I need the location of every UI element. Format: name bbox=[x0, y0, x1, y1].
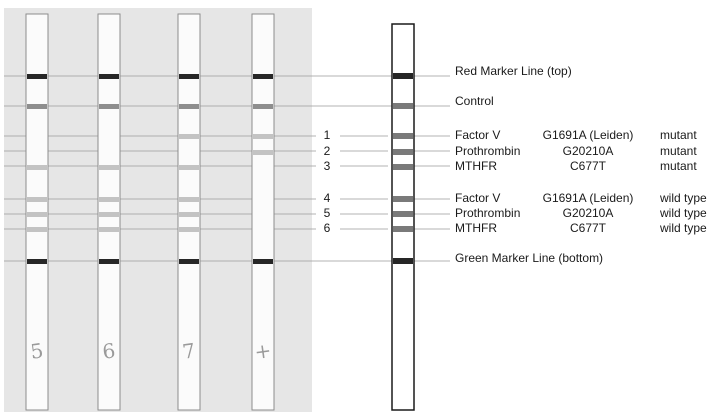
strip-band bbox=[99, 74, 119, 79]
strip-band bbox=[99, 259, 119, 264]
row-type: mutant bbox=[660, 128, 697, 142]
handwritten-mark: + bbox=[253, 338, 273, 364]
strip-body bbox=[251, 13, 275, 411]
strip-band bbox=[27, 197, 47, 202]
strip-band bbox=[253, 134, 273, 139]
strip-band bbox=[27, 212, 47, 217]
reference-band bbox=[393, 258, 413, 264]
reference-band bbox=[393, 133, 413, 139]
row-mutation: G1691A (Leiden) bbox=[542, 128, 634, 142]
strip-band bbox=[179, 165, 199, 170]
test-strip: 5 bbox=[25, 13, 49, 411]
row-gene: Prothrombin bbox=[455, 206, 521, 220]
strip-band bbox=[179, 104, 199, 109]
reference-strip bbox=[391, 23, 415, 411]
strip-band bbox=[179, 259, 199, 264]
red-marker-label: Red Marker Line (top) bbox=[455, 64, 572, 78]
test-strip: 6 bbox=[97, 13, 121, 411]
strip-band bbox=[99, 212, 119, 217]
test-strip: + bbox=[251, 13, 275, 411]
row-mutation: G1691A (Leiden) bbox=[542, 191, 634, 205]
row-type: wild type bbox=[660, 221, 707, 235]
strip-band bbox=[179, 134, 199, 139]
reference-band bbox=[393, 149, 413, 155]
row-mutation: C677T bbox=[569, 221, 607, 235]
strip-band bbox=[179, 74, 199, 79]
reference-band bbox=[393, 103, 413, 109]
row-mutation: G20210A bbox=[562, 144, 614, 158]
row-gene: MTHFR bbox=[455, 159, 497, 173]
row-type: wild type bbox=[660, 206, 707, 220]
reference-band bbox=[393, 196, 413, 202]
reference-band bbox=[393, 226, 413, 232]
row-gene: MTHFR bbox=[455, 221, 497, 235]
row-number: 1 bbox=[323, 128, 331, 142]
strip-band bbox=[99, 227, 119, 232]
handwritten-mark: 5 bbox=[29, 338, 45, 364]
row-number: 2 bbox=[323, 144, 331, 158]
row-number: 4 bbox=[323, 191, 331, 205]
handwritten-mark: 6 bbox=[101, 338, 117, 364]
reference-band bbox=[393, 164, 413, 170]
strip-band bbox=[27, 227, 47, 232]
strip-band bbox=[99, 165, 119, 170]
strip-band bbox=[99, 197, 119, 202]
row-type: mutant bbox=[660, 159, 697, 173]
row-number: 3 bbox=[323, 159, 331, 173]
strip-band bbox=[253, 74, 273, 79]
test-strip: 7 bbox=[177, 13, 201, 411]
row-number: 5 bbox=[323, 206, 331, 220]
strip-band bbox=[27, 165, 47, 170]
row-gene: Factor V bbox=[455, 191, 501, 205]
strip-band bbox=[179, 197, 199, 202]
row-type: wild type bbox=[660, 191, 707, 205]
strip-band bbox=[179, 227, 199, 232]
row-mutation: G20210A bbox=[562, 206, 614, 220]
strip-band bbox=[253, 104, 273, 109]
row-type: mutant bbox=[660, 144, 697, 158]
strip-band bbox=[27, 104, 47, 109]
green-marker-label: Green Marker Line (bottom) bbox=[455, 251, 604, 265]
strip-band bbox=[99, 104, 119, 109]
reference-band bbox=[393, 73, 413, 79]
strip-band bbox=[253, 259, 273, 264]
strip-band bbox=[179, 212, 199, 217]
row-gene: Factor V bbox=[455, 128, 501, 142]
row-gene: Prothrombin bbox=[455, 144, 521, 158]
row-number: 6 bbox=[323, 221, 331, 235]
handwritten-mark: 7 bbox=[181, 338, 197, 364]
row-mutation: C677T bbox=[569, 159, 607, 173]
strip-band bbox=[27, 74, 47, 79]
test-strips: 5 6 7 + bbox=[25, 13, 275, 411]
strip-band bbox=[253, 150, 273, 155]
reference-band bbox=[393, 211, 413, 217]
control-label: Control bbox=[455, 94, 494, 108]
strip-band bbox=[27, 259, 47, 264]
